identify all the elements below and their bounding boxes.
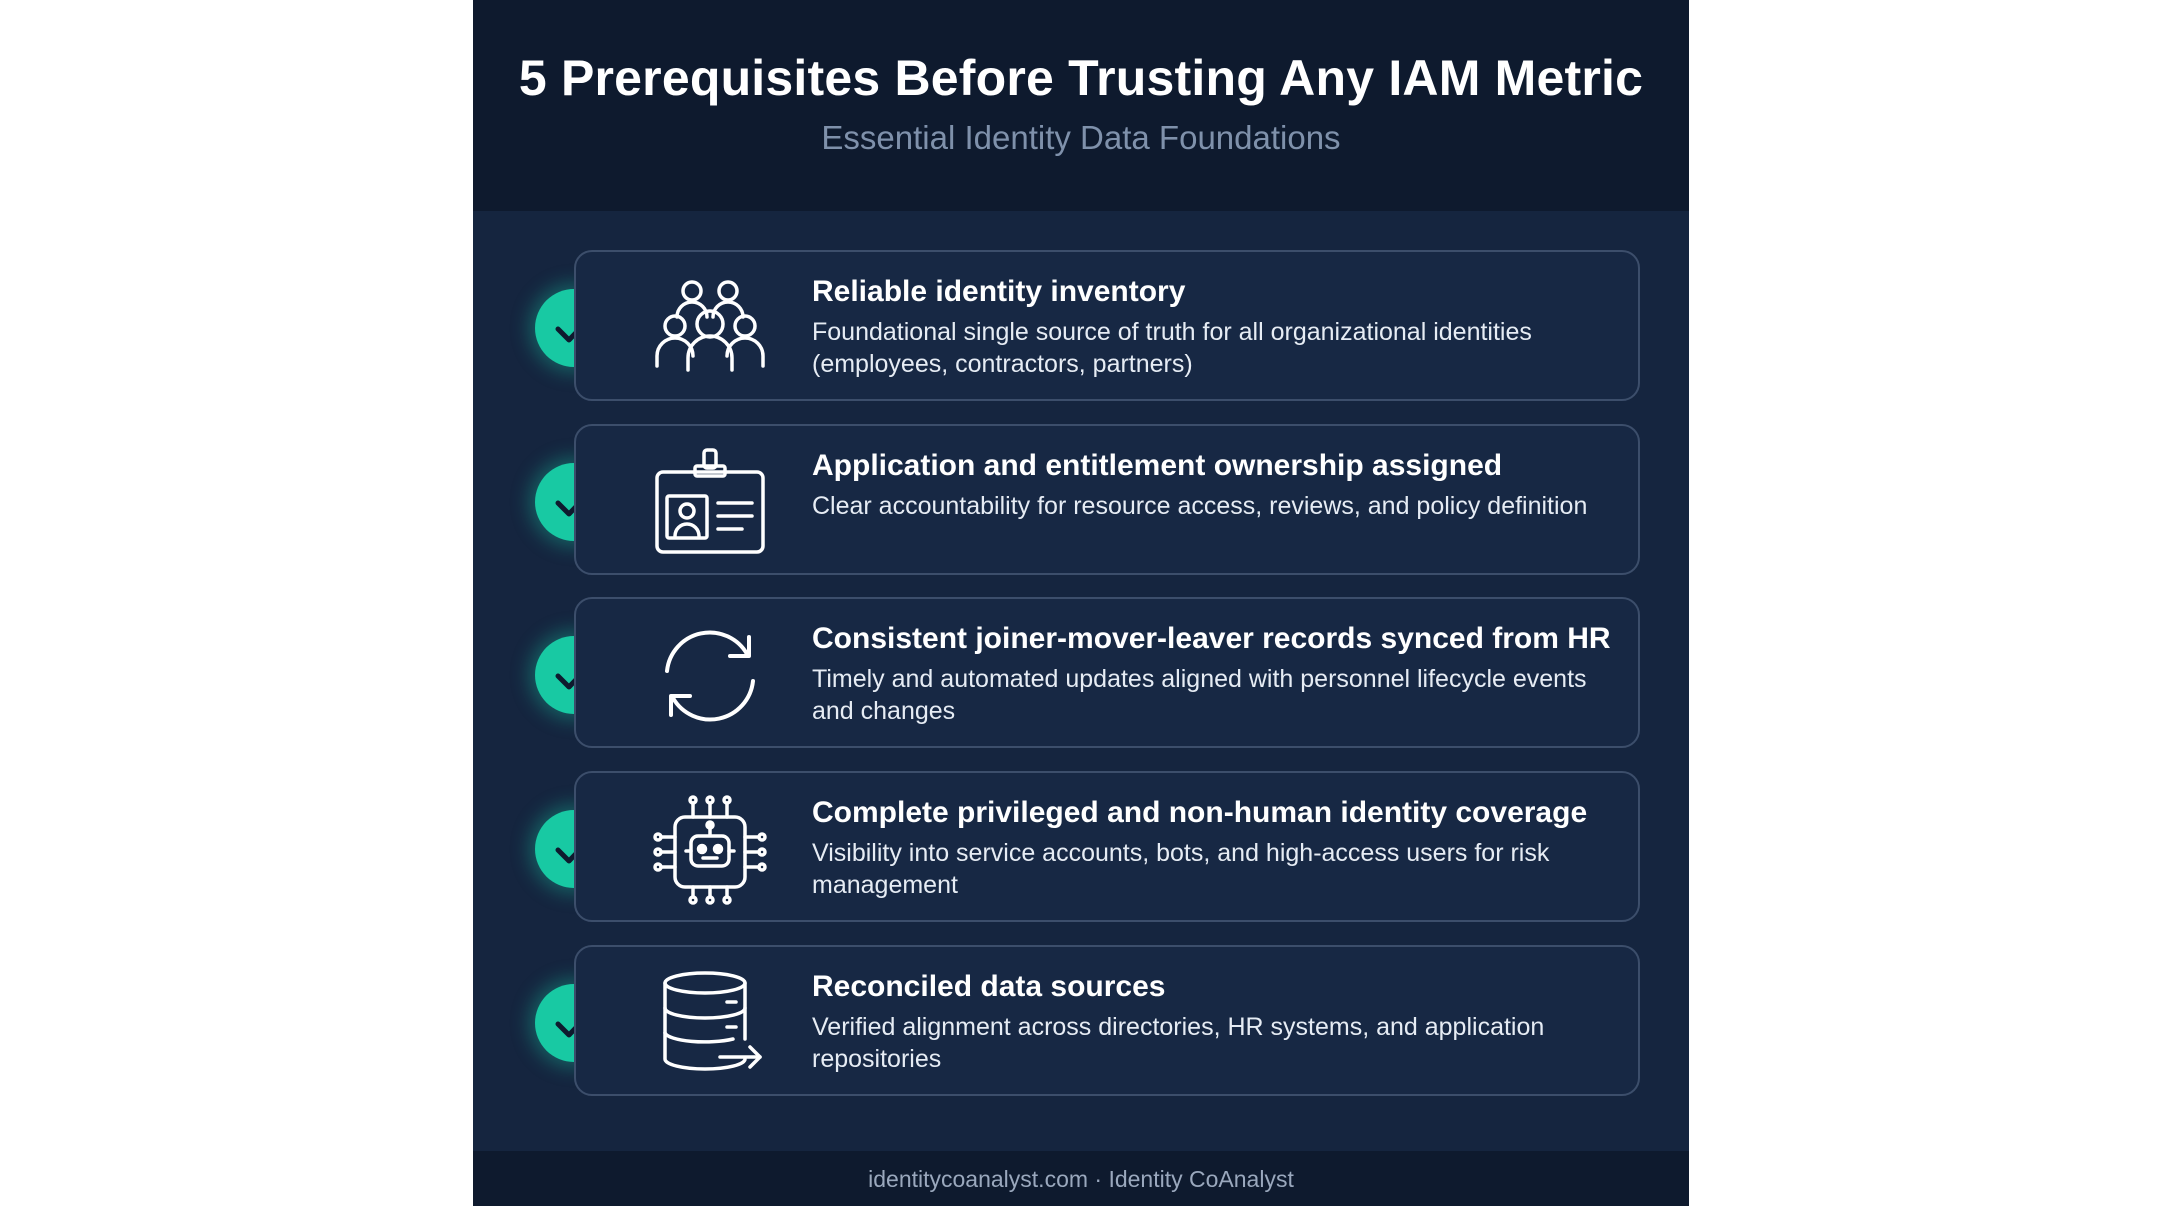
- item-title: Application and entitlement ownership as…: [812, 449, 1503, 482]
- list-item-reconciled-sources: Reconciled data sources Verified alignme…: [574, 945, 1640, 1096]
- item-title: Complete privileged and non-human identi…: [812, 796, 1588, 829]
- footer: identitycoanalyst.com · Identity CoAnaly…: [473, 1151, 1689, 1206]
- id-badge-icon: [650, 448, 770, 558]
- list-item-privileged-coverage: Complete privileged and non-human identi…: [574, 771, 1640, 922]
- list-item-ownership: Application and entitlement ownership as…: [574, 424, 1640, 575]
- item-description: Clear accountability for resource access…: [812, 492, 1588, 520]
- item-title: Consistent joiner-mover-leaver records s…: [812, 622, 1611, 655]
- database-arrow-icon: [650, 969, 770, 1079]
- item-description: Timely and automated updates aligned wit…: [812, 665, 1587, 725]
- item-description: Foundational single source of truth for …: [812, 318, 1532, 378]
- item-description: Verified alignment across directories, H…: [812, 1013, 1545, 1073]
- item-description: Visibility into service accounts, bots, …: [812, 839, 1550, 899]
- people-group-icon: [650, 274, 770, 384]
- robot-chip-icon: [650, 795, 770, 905]
- sync-arrows-icon: [650, 621, 770, 731]
- list-item-identity-inventory: Reliable identity inventory Foundational…: [574, 250, 1640, 401]
- page-subtitle: Essential Identity Data Foundations: [821, 119, 1341, 156]
- infographic-panel: 5 Prerequisites Before Trusting Any IAM …: [473, 0, 1689, 1206]
- footer-credit: identitycoanalyst.com · Identity CoAnaly…: [868, 1166, 1294, 1192]
- page-title: 5 Prerequisites Before Trusting Any IAM …: [518, 50, 1644, 106]
- item-title: Reconciled data sources: [812, 970, 1166, 1003]
- list-item-jml-records: Consistent joiner-mover-leaver records s…: [574, 597, 1640, 748]
- header: 5 Prerequisites Before Trusting Any IAM …: [473, 0, 1689, 211]
- item-title: Reliable identity inventory: [812, 275, 1186, 308]
